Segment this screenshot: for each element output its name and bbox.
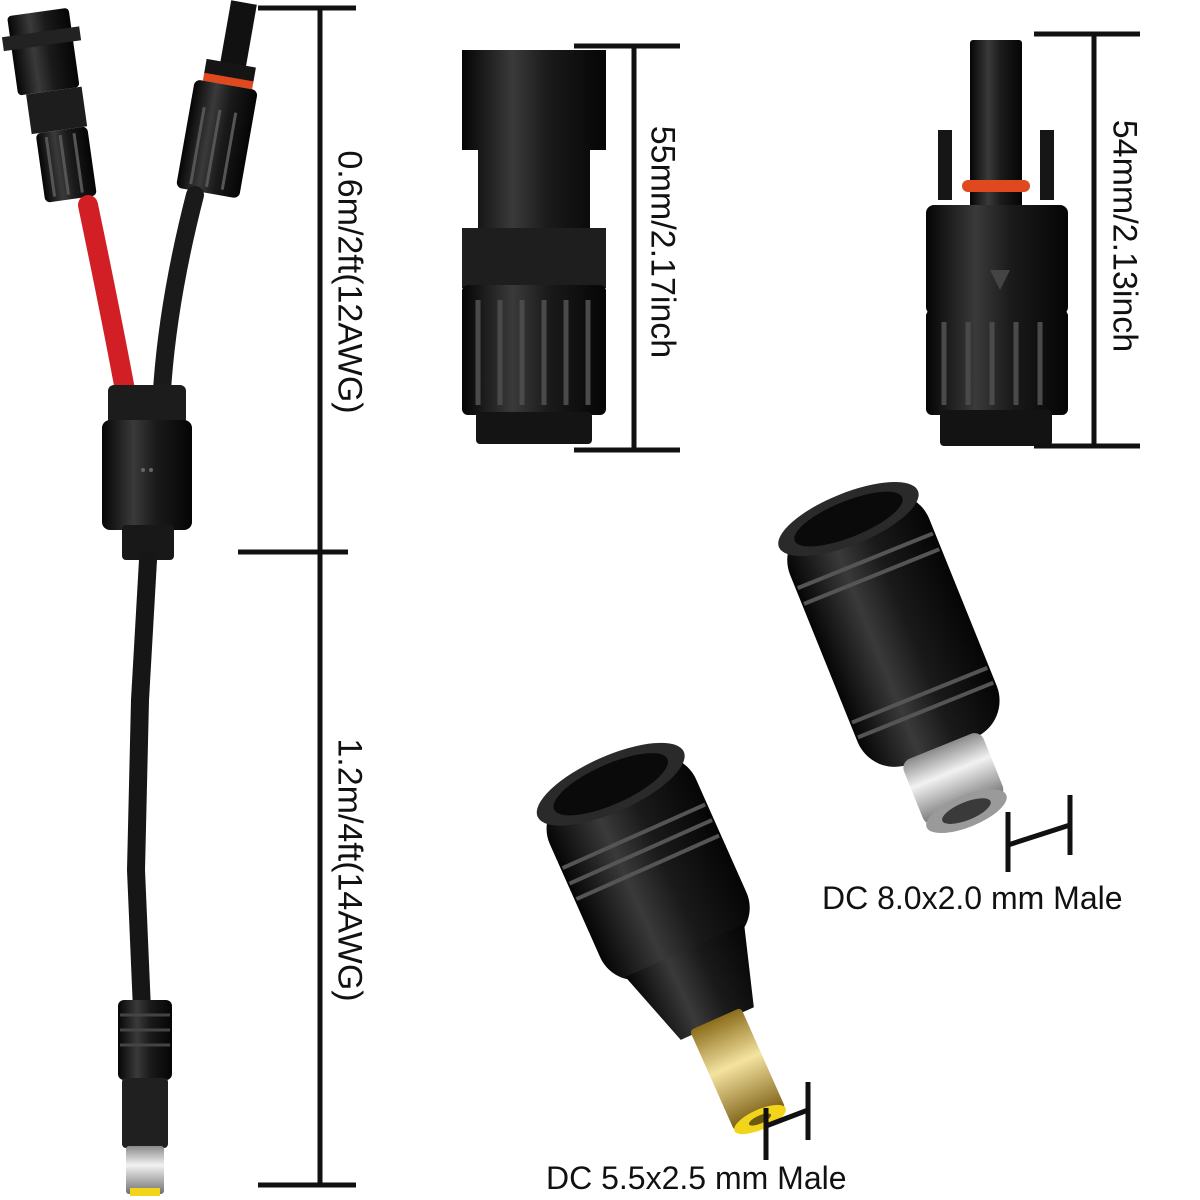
cable-dimension-line — [238, 5, 356, 1188]
dc-8mm-dimension-marker — [1005, 795, 1073, 872]
left-mc4-connector — [1, 8, 97, 203]
dc-8mm-adapter-label: DC 8.0x2.0 mm Male — [822, 880, 1123, 916]
right-mc4-connector — [176, 0, 258, 198]
y-splitter-cable — [1, 0, 258, 1196]
cable-upper-length-label: 0.6m/2ft(12AWG) — [330, 150, 369, 414]
dc-8mm-adapter — [778, 482, 1007, 834]
female-connector-dimension-line — [574, 43, 680, 453]
dc-5.5mm-adapter — [536, 742, 786, 1135]
male-mc4-connector — [926, 40, 1068, 446]
cable-lower-length-label: 1.2m/4ft(14AWG) — [330, 738, 369, 1002]
dc-5.5mm-dimension-marker — [763, 1082, 811, 1160]
male-connector-dimension-line — [1034, 31, 1140, 449]
female-mc4-connector — [462, 50, 606, 444]
male-connector-length-label: 54mm/2.13inch — [1105, 119, 1144, 353]
female-connector-length-label: 55mm/2.17inch — [643, 125, 682, 359]
dc-5.5mm-adapter-label: DC 5.5x2.5 mm Male — [546, 1160, 847, 1196]
